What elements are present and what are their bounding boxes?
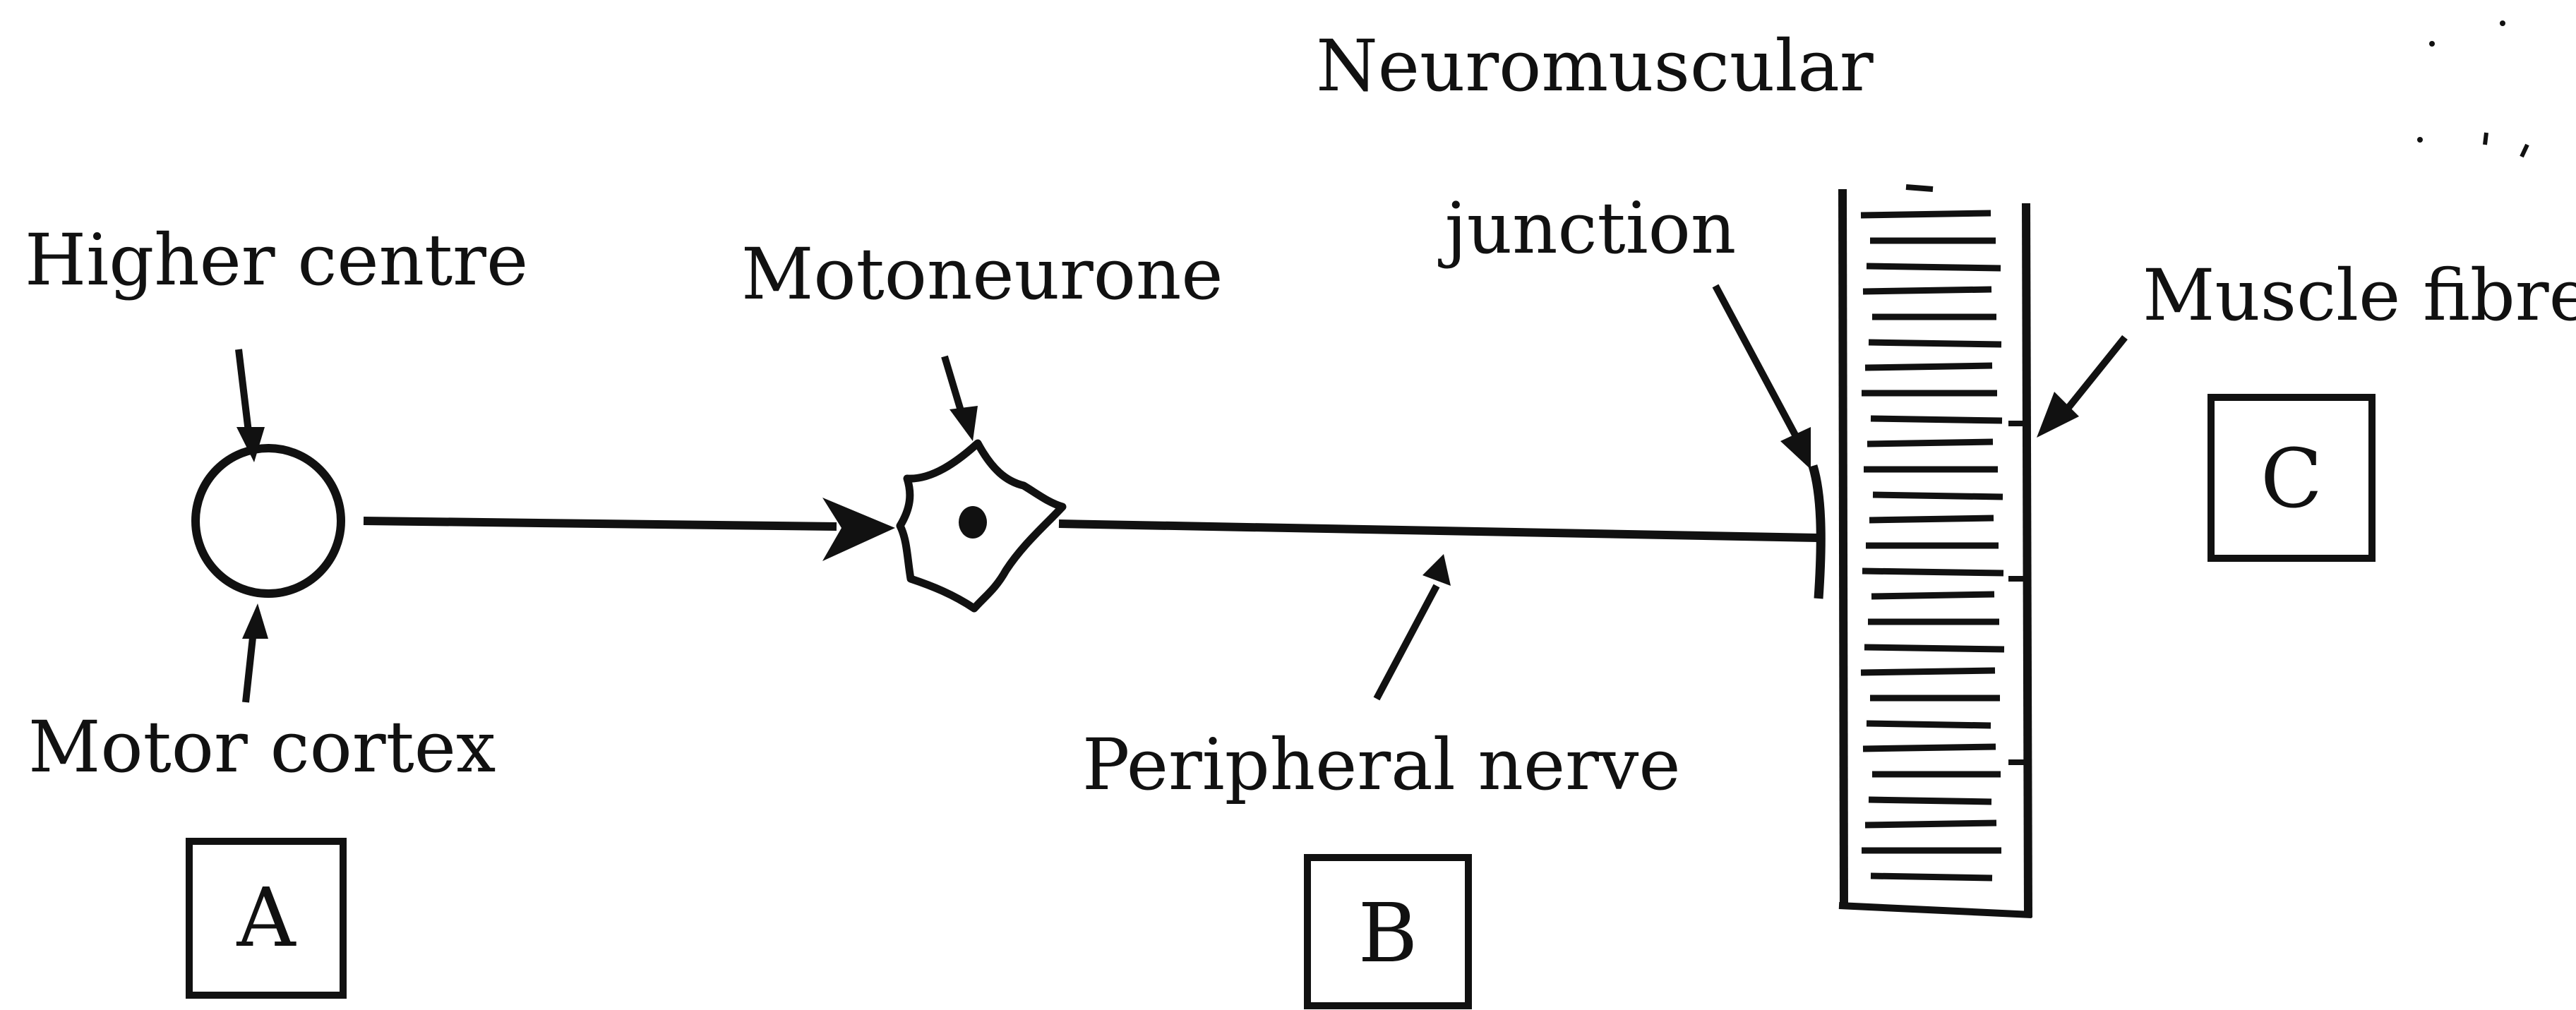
- label-muscle-fibre: Muscle fibre: [2143, 254, 2576, 337]
- motoneurone-cell: [900, 443, 1062, 608]
- arrow-muscle-fibre: [2037, 337, 2125, 438]
- label-peripheral-nerve: Peripheral nerve: [1082, 723, 1681, 806]
- striation-line: [1871, 419, 2002, 421]
- arrow-junction: [1715, 286, 1811, 469]
- striation-line: [1867, 266, 2001, 268]
- box-a: A: [189, 841, 343, 995]
- striation-line: [1869, 342, 2001, 344]
- box-a-letter: A: [236, 871, 296, 966]
- motoneurone-nucleus: [959, 506, 987, 539]
- striation-line: [1861, 671, 1995, 673]
- muscle-fibre: [1839, 187, 2032, 918]
- higher-centre-circle: [196, 448, 341, 594]
- label-junction: junction: [1438, 187, 1737, 270]
- striation-line: [1861, 213, 1991, 215]
- striation-line: [1863, 747, 1996, 749]
- striation-line: [1869, 518, 1994, 520]
- striation-line: [1865, 823, 1996, 825]
- peripheral-nerve-line: [1059, 524, 1818, 538]
- axon-to-motoneurone: [364, 498, 895, 561]
- box-c: C: [2211, 397, 2372, 558]
- box-b-letter: B: [1358, 886, 1418, 981]
- arrow-motoneurone: [945, 356, 978, 441]
- arrow-peripheral-nerve: [1377, 554, 1451, 699]
- box-b: B: [1307, 858, 1468, 1006]
- muscle-striations: [1861, 213, 2026, 878]
- speckle-marks: [2417, 20, 2527, 157]
- striation-line: [1863, 289, 1991, 291]
- striation-line: [1873, 495, 2003, 497]
- striation-line: [1867, 442, 1993, 444]
- label-higher-centre: Higher centre: [25, 219, 528, 301]
- striation-line: [1867, 723, 1991, 726]
- arrow-motor-cortex: [242, 603, 268, 702]
- label-motor-cortex: Motor cortex: [28, 706, 496, 788]
- striation-line: [1871, 876, 1992, 878]
- label-neuromuscular: Neuromuscular: [1316, 25, 1874, 107]
- striation-line: [1871, 594, 1994, 596]
- neuromuscular-junction-plate: [1813, 466, 1821, 599]
- label-motoneurone: Motoneurone: [741, 233, 1223, 315]
- striation-line: [1864, 647, 2004, 649]
- box-c-letter: C: [2260, 432, 2323, 527]
- striation-line: [1862, 571, 2003, 573]
- striation-line: [1869, 800, 1991, 802]
- striation-line: [1865, 366, 1992, 368]
